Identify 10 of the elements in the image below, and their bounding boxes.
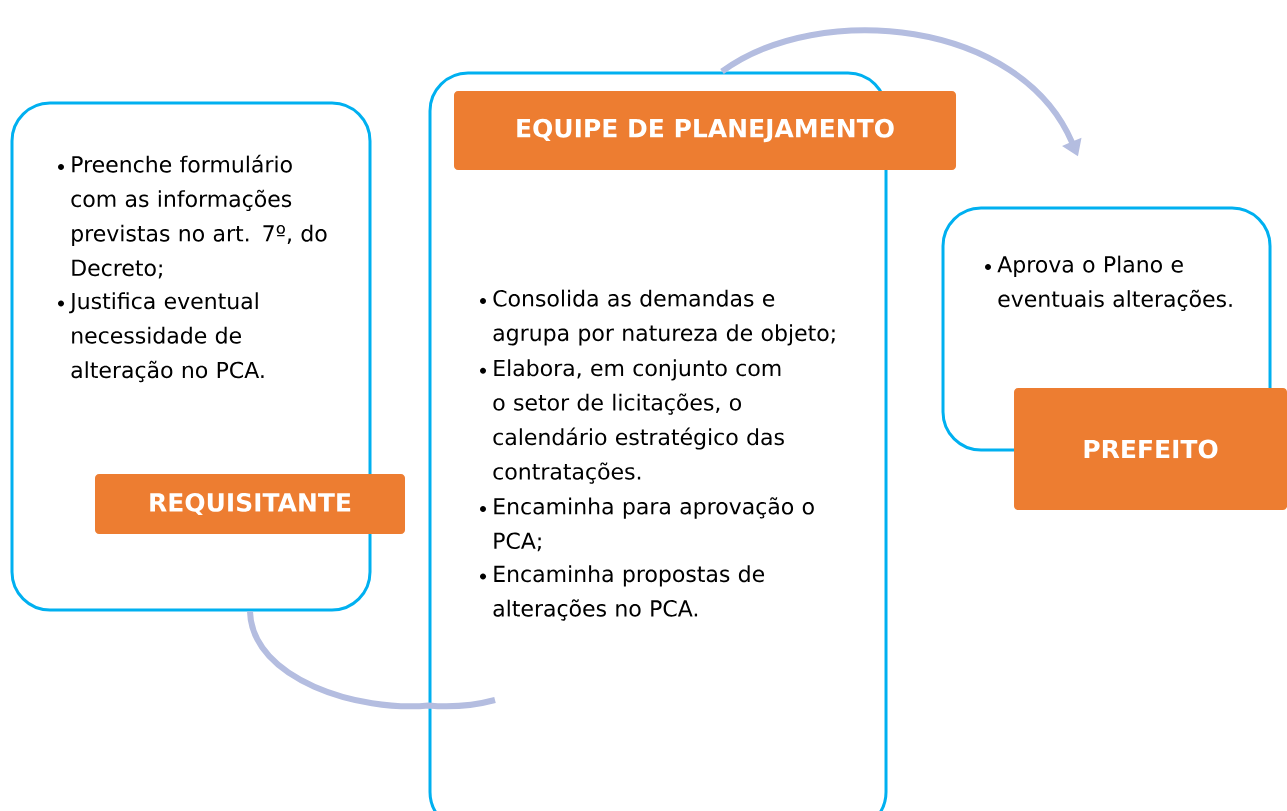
bullet-item: Preenche formulário com as informações previstas no art. 7º, do Decreto; (71, 154, 327, 279)
bullet-item: Encaminha para aprovação o PCA; (494, 497, 814, 552)
tab-label: EQUIPE DE PLANEJAMENTO (454, 91, 956, 170)
tab-label: PREFEITO (1014, 388, 1287, 510)
bullet-item: Consolida as demandas e agrupa por natureza de objeto; (493, 289, 835, 346)
bullet-item: Encaminha propostas de alterações no PCA. (493, 565, 765, 621)
tab-label: REQUISITANTE (95, 474, 405, 534)
bullet-item: Justifica eventual necessidade de alteração no PCA. (69, 292, 264, 383)
bullet-item: Aprova o Plano e eventuais alterações. (997, 255, 1232, 312)
bullet-item: Elabora, em conjunto com o setor de licitações, o calendário estratégico das contratações. (493, 359, 784, 484)
